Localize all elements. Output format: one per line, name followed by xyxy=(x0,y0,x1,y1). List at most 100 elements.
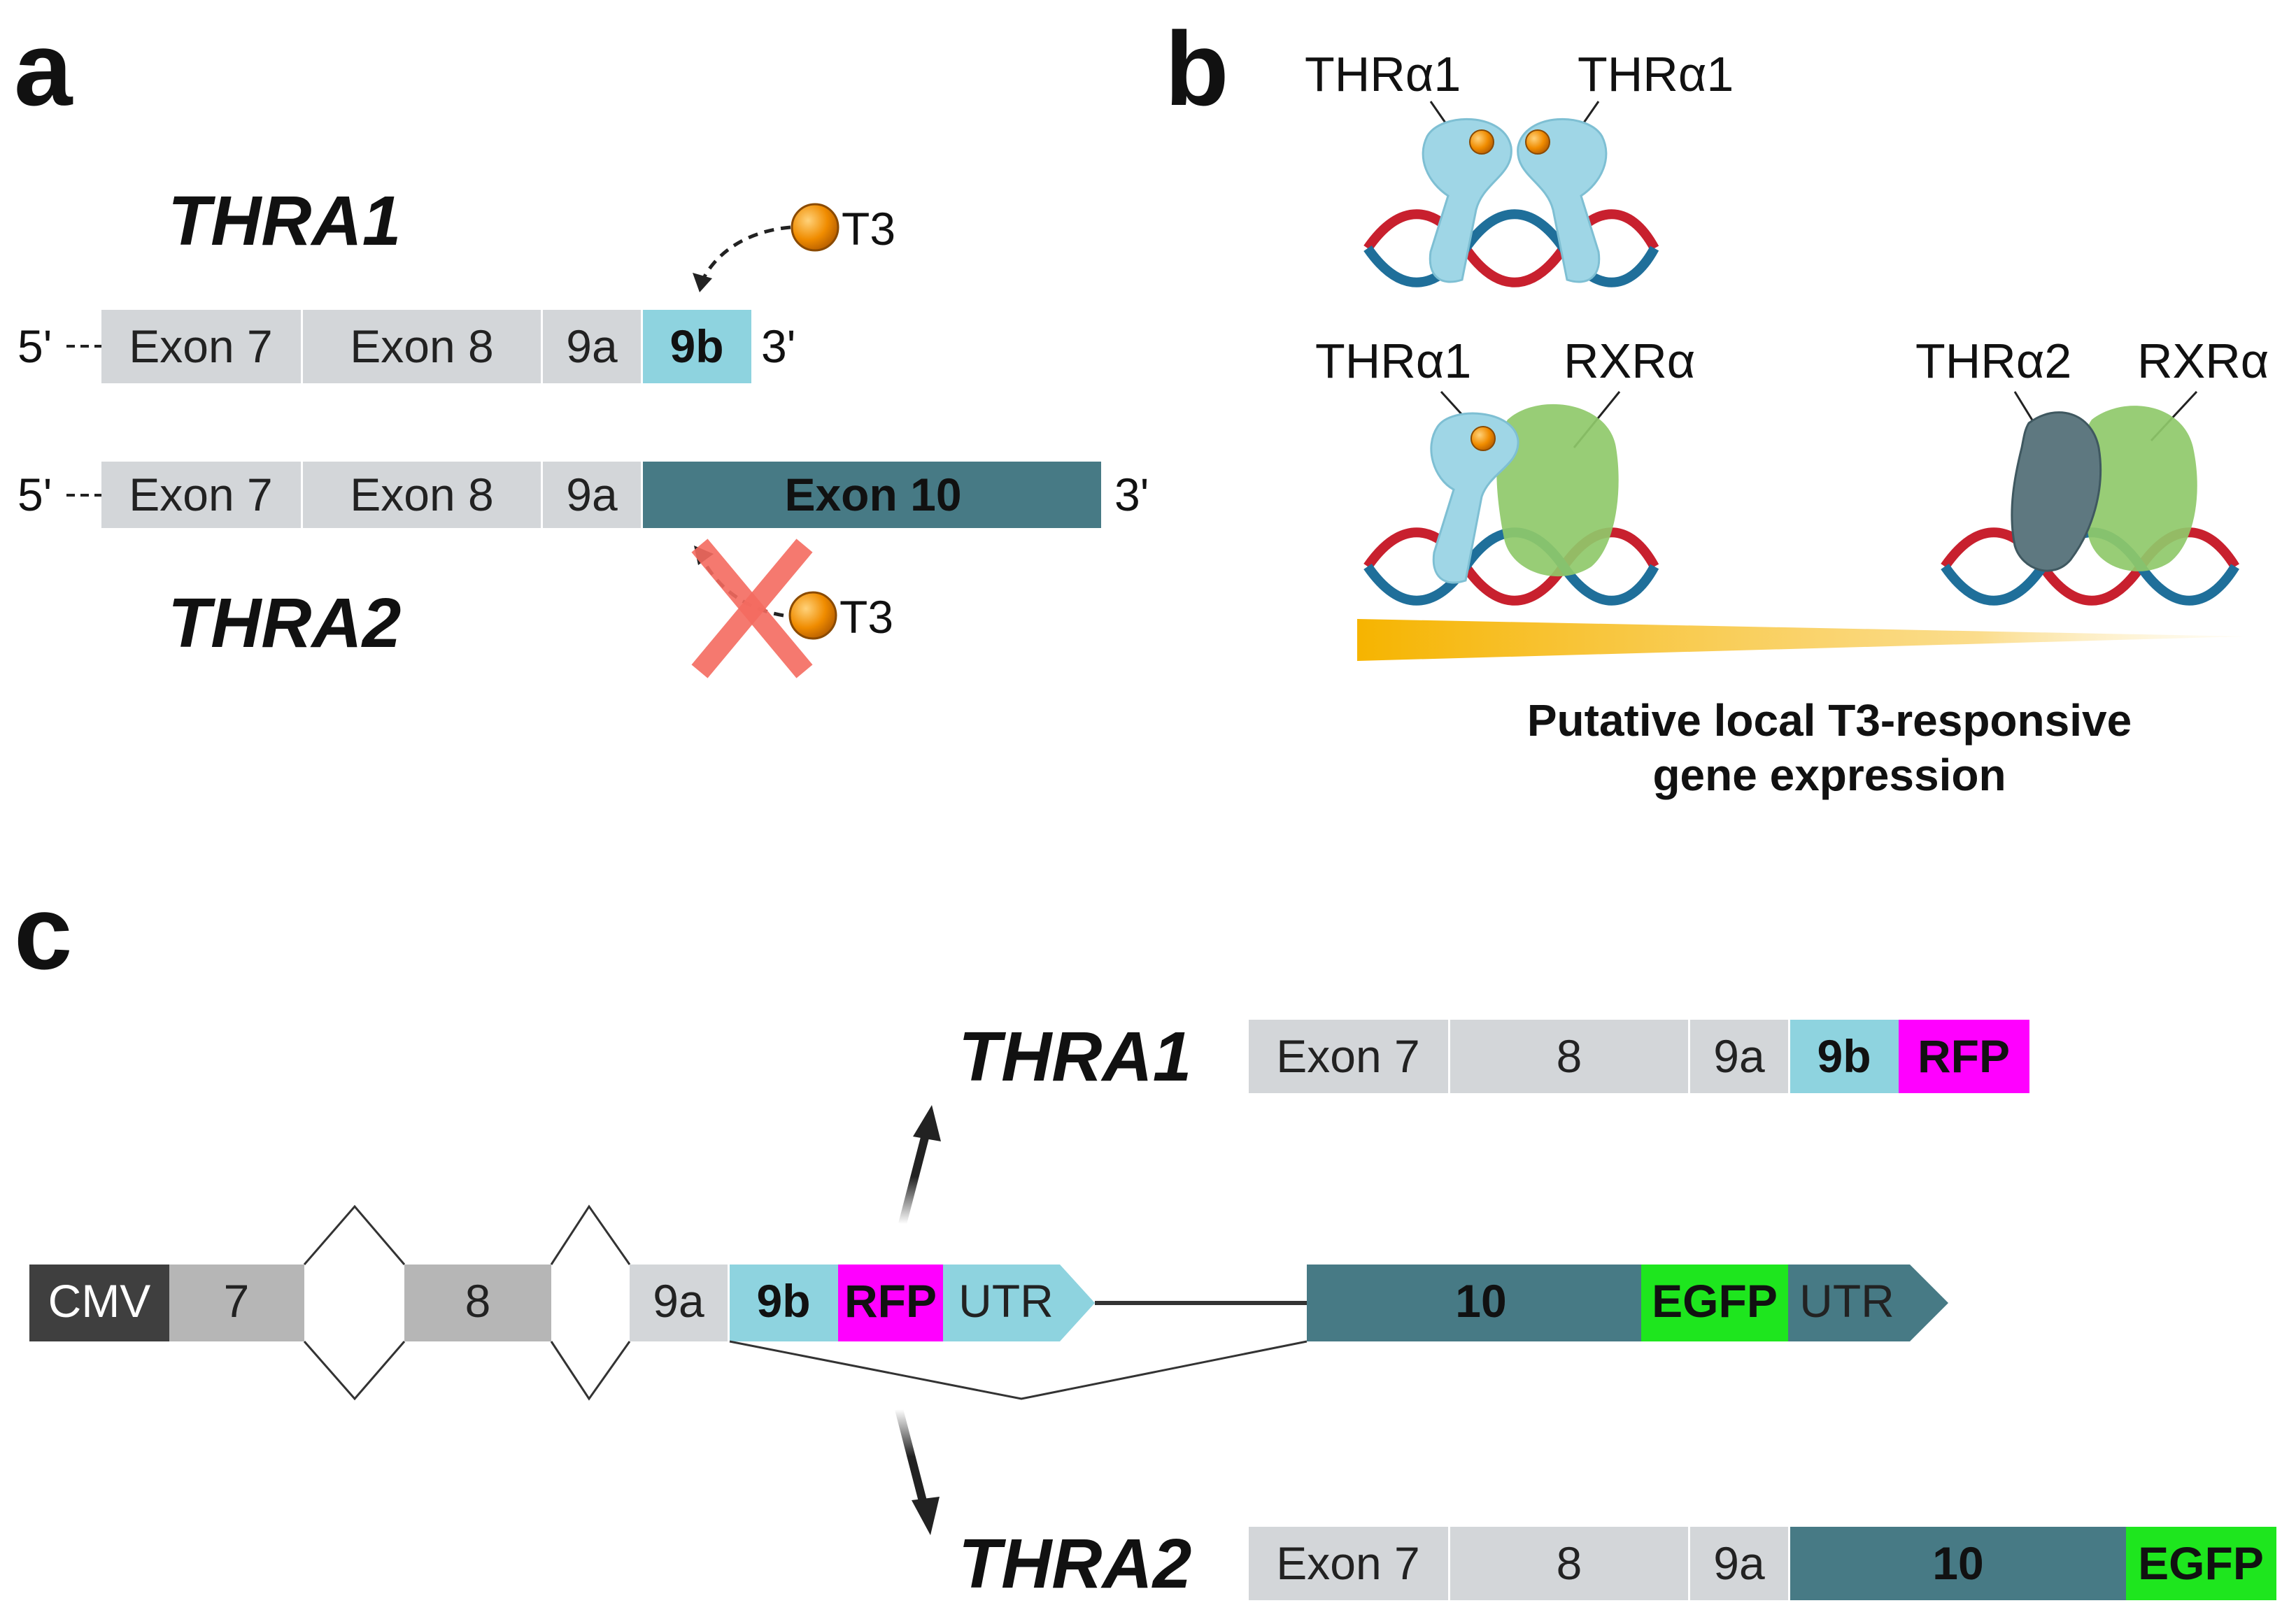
splice-line-8-9a xyxy=(550,1204,631,1265)
product-exon7-label: Exon 7 xyxy=(1276,1030,1419,1082)
five-prime-label: 5' xyxy=(17,469,52,520)
arrowhead xyxy=(913,1105,941,1141)
panel-a: a THRA1 T3 5' Exon 7 Exon 8 9a 9b 3' 5' xyxy=(14,10,1149,678)
rxr-a-protein-left xyxy=(1496,404,1619,577)
egfp-block xyxy=(1641,1265,1788,1341)
product-exon9b xyxy=(1790,1020,1899,1093)
panel-a-letter: a xyxy=(14,10,73,127)
exon7-box xyxy=(101,310,301,383)
caption-line-1: Putative local T3-responsive xyxy=(1527,695,2132,746)
exon9b-box xyxy=(643,310,751,383)
egfp-label: EGFP xyxy=(1652,1275,1778,1327)
thr-a2-shape xyxy=(2011,411,2102,572)
product-exon9b-label: 9b xyxy=(1817,1030,1871,1082)
thra1-product: Exon 7 8 9a 9b RFP xyxy=(1249,1020,2029,1093)
t3-label: T3 xyxy=(839,591,893,643)
product-exon8-label: 8 xyxy=(1557,1537,1582,1589)
product-exon9a-label: 9a xyxy=(1713,1030,1765,1082)
rfp-block xyxy=(838,1265,943,1341)
thr-a1-protein-right xyxy=(1517,117,1608,283)
product-exon9a xyxy=(1690,1020,1788,1093)
exon9a-label: 9a xyxy=(566,320,618,372)
three-prime-label: 3' xyxy=(1114,469,1149,520)
product-egfp xyxy=(2126,1527,2276,1600)
product-rfp-label: RFP xyxy=(1918,1030,2010,1082)
t3-ball xyxy=(788,591,837,640)
panel-c: c THRA1 Exon 7 8 9a 9b RFP xyxy=(14,874,2276,1603)
panel-c-thra1-label: THRA1 xyxy=(958,1018,1191,1096)
exon7-label: Exon 7 xyxy=(129,320,272,372)
exon8-label: 8 xyxy=(465,1275,491,1327)
exon9a-box xyxy=(543,310,641,383)
dna-strand-red xyxy=(1363,527,1659,606)
product-exon9a xyxy=(1690,1527,1788,1600)
splice-line-9a-10 xyxy=(729,1340,1308,1400)
splice-line-7-8-bottom xyxy=(303,1341,406,1401)
exon7-box xyxy=(101,462,301,528)
t3-ligand-top: T3 xyxy=(693,203,895,292)
dna-strand-red xyxy=(1363,209,1659,287)
product-exon8-label: 8 xyxy=(1557,1030,1582,1082)
t3-response-gradient xyxy=(1357,619,2246,661)
exon10-block xyxy=(1307,1265,1641,1341)
reporter-construct: CMV 7 8 9a 9b RFP UTR 10 EGFP UTR xyxy=(29,1204,1948,1401)
panel-c-thra2-label: THRA2 xyxy=(958,1525,1191,1603)
exon8-box xyxy=(303,310,541,383)
dna-helix-right xyxy=(1941,527,2239,606)
label-thra1-right: THRα1 xyxy=(1578,47,1734,101)
rxr-a-shape xyxy=(1496,404,1619,577)
thr-a1-homodimer xyxy=(1422,117,1608,283)
product-exon10 xyxy=(1790,1527,2126,1600)
thra1-transcript: 5' Exon 7 Exon 8 9a 9b 3' xyxy=(17,310,795,383)
product-exon10-label: 10 xyxy=(1932,1537,1983,1589)
t3-ball xyxy=(791,203,839,252)
t3-ligand-blocked: T3 xyxy=(691,539,893,678)
panel-a-thra1-label: THRA1 xyxy=(168,182,401,260)
rfp-label: RFP xyxy=(844,1275,937,1327)
t3-label: T3 xyxy=(842,203,895,255)
dna-strand-red xyxy=(1941,527,2239,606)
cmv-promoter xyxy=(29,1265,169,1341)
label-thra1-left: THRα1 xyxy=(1305,47,1461,101)
thr-a1-shape xyxy=(1430,412,1519,584)
product-egfp-label: EGFP xyxy=(2138,1537,2264,1589)
exon7-block xyxy=(169,1265,304,1341)
exon8-label: Exon 8 xyxy=(350,469,493,520)
label-rxra-right: RXRα xyxy=(2137,334,2269,388)
splice-line-7-8 xyxy=(303,1204,406,1265)
panel-a-thra2-label: THRA2 xyxy=(168,584,401,662)
arrow-up-to-thra1 xyxy=(898,1105,941,1225)
thra2-transcript: 5' Exon 7 Exon 8 9a Exon 10 3' xyxy=(17,462,1149,528)
arrow-shaft xyxy=(895,1408,928,1505)
exon9a-label: 9a xyxy=(653,1275,704,1327)
t3-ball xyxy=(1469,129,1494,155)
exon9a-box xyxy=(543,462,641,528)
dashed-arrow-line xyxy=(697,225,791,287)
exon9b-label: 9b xyxy=(669,320,723,372)
utr-arrow-2 xyxy=(1788,1265,1948,1341)
exon7-label: Exon 7 xyxy=(129,469,272,520)
exon9a-label: 9a xyxy=(566,469,618,520)
product-exon7 xyxy=(1249,1020,1448,1093)
exon9a-block xyxy=(630,1265,728,1341)
label-thra2: THRα2 xyxy=(1915,334,2071,388)
panel-c-letter: c xyxy=(14,874,72,991)
three-prime-label: 3' xyxy=(761,320,795,372)
splice-line-8-9a-bottom xyxy=(550,1341,631,1401)
exon8-box xyxy=(303,462,541,528)
five-prime-label: 5' xyxy=(17,320,52,372)
t3-ball xyxy=(1471,426,1496,451)
dna-strand-blue xyxy=(1941,527,2239,606)
thr-a2-protein xyxy=(2011,411,2102,572)
exon10-label: 10 xyxy=(1455,1275,1506,1327)
product-exon9a-label: 9a xyxy=(1713,1537,1765,1589)
product-exon7-label: Exon 7 xyxy=(1276,1537,1419,1589)
exon10-label: Exon 10 xyxy=(784,469,961,520)
dna-helix-top xyxy=(1363,209,1659,287)
exon8-block xyxy=(404,1265,551,1341)
product-exon8 xyxy=(1450,1527,1688,1600)
label-thra1-bottom: THRα1 xyxy=(1315,334,1471,388)
arrowhead xyxy=(693,273,712,292)
caption-line-2: gene expression xyxy=(1652,750,2006,800)
